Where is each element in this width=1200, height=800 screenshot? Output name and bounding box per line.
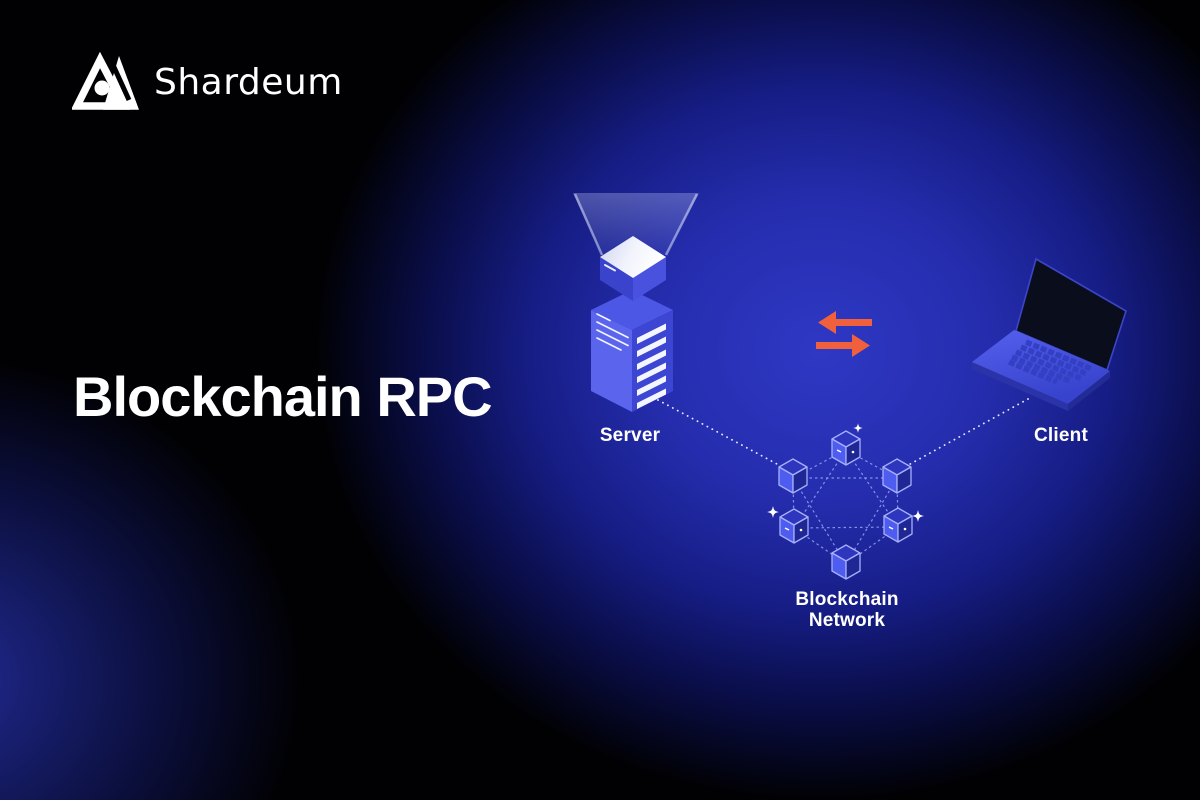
shardeum-logo-icon [72,52,139,110]
network-graph [767,423,924,580]
sparkle-icon [767,506,779,518]
client-laptop-illustration [972,257,1127,411]
network-node-cube [882,458,912,494]
network-node-cube [831,430,861,466]
swap-arrows-icon [816,311,872,357]
network-node-cube [883,507,913,543]
page-title: Blockchain RPC [73,365,493,428]
brand-name: Shardeum [154,62,343,103]
network-mesh-lines [792,449,899,565]
network-node-cube [778,458,808,494]
network-label: Blockchain Network [795,589,899,631]
network-node-cube [779,508,809,544]
server-label: Server [599,425,661,446]
server-spotlight-beam [573,193,699,256]
brand-lockup: Shardeum [72,52,343,114]
sparkle-icon [912,510,924,522]
client-label: Client [1034,425,1088,446]
sparkle-icon [853,423,863,433]
network-node-cube [831,544,861,580]
server-illustration [591,236,673,412]
